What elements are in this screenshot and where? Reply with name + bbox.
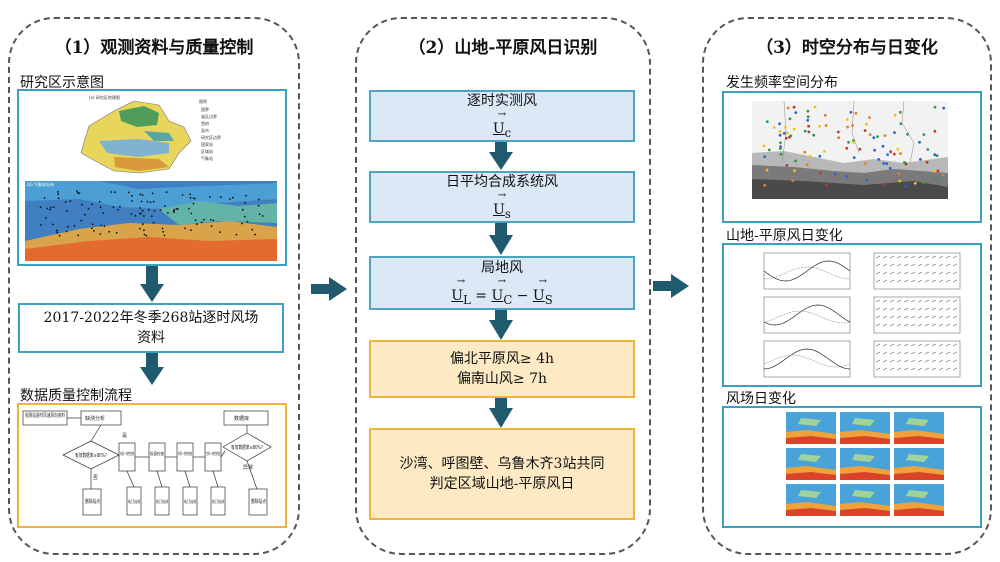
diurnal-plots-image: [763, 252, 961, 378]
svg-text:(a) 研究区地理图: (a) 研究区地理图: [89, 94, 120, 100]
qc-flowchart-image: 观测站逐时风速风向资料 缺测分析 数据库 有效数据率≥80%? 有效数据率≥80…: [22, 410, 272, 516]
regional-day-line1: 沙湾、呼图壁、乌鲁木齐3站共同: [399, 455, 605, 472]
svg-text:县市: 县市: [201, 127, 209, 133]
data-source-box: 2017-2022年冬季268站逐时风场 资料: [18, 303, 284, 353]
flow-step4: 空间一致性检查: [206, 450, 220, 456]
down-arrow-1: [140, 266, 164, 302]
flow-missing-label: 缺测分析: [85, 415, 105, 422]
flow-delete2-label: 删除站点: [251, 498, 266, 505]
diurnal-label: 山地-平原风日变化: [726, 228, 843, 244]
diurnal-curves: [763, 252, 961, 378]
qc-label: 数据质量控制流程: [20, 388, 132, 404]
frequency-dots: [762, 105, 946, 188]
panel-title: （2）山地-平原风日识别: [408, 38, 598, 58]
regional-day-box: 沙湾、呼图壁、乌鲁木齐3站共同 判定区域山地-平原风日: [369, 428, 635, 520]
panel-wind-identification: （2）山地-平原风日识别: [355, 17, 651, 555]
flow-database-label: 数据库: [234, 415, 249, 422]
local-wind-box: 局地风 →UL = →UC − →US: [369, 256, 635, 310]
flow-fix1: 修正为缺测: [128, 498, 140, 504]
wind-field-figure: [722, 406, 982, 528]
svg-text:研究区边界: 研究区边界: [201, 134, 221, 140]
flow-step2: 极值检查: [150, 450, 164, 456]
uc-vector: →Uc: [492, 108, 512, 140]
local-wind-formula: →UL = →UC − →US: [451, 275, 553, 307]
study-area-map-figure: 图例国界省区边界 首府县市研究区边界 国家站区域站气象站 (a) 研究区地理图 …: [17, 89, 287, 266]
flow-yes-label: 是: [122, 433, 127, 439]
panel-title: （1）观测资料与质量控制: [54, 38, 254, 58]
svg-text:国家站: 国家站: [201, 141, 213, 147]
wind-field-panels: [786, 412, 944, 516]
system-wind-box: 日平均合成系统风 →Us: [369, 171, 635, 223]
system-wind-label: 日平均合成系统风: [446, 173, 558, 190]
down-arrow-2: [140, 353, 164, 385]
panel-spatiotemporal: （3）时空分布与日变化: [702, 17, 992, 555]
wind-field-maps-image: [786, 412, 944, 516]
svg-text:省区边界: 省区边界: [201, 113, 217, 119]
svg-text:国界: 国界: [201, 106, 209, 112]
down-arrow-5: [489, 310, 513, 340]
svg-text:(b) 气象站分布: (b) 气象站分布: [27, 181, 54, 187]
criteria-line2: 偏南山风≥ 7h: [456, 371, 548, 387]
qc-flowchart-figure: 观测站逐时风速风向资料 缺测分析 数据库 有效数据率≥80%? 有效数据率≥80…: [17, 403, 287, 528]
flow-step1: 内部一致性检查: [120, 450, 134, 456]
flow-check1-label: 有效数据率≥80%?: [75, 452, 107, 459]
right-arrow-1: [311, 277, 347, 301]
panel-observation-qc: （1）观测资料与质量控制: [8, 17, 300, 555]
flow-no-label: 否: [93, 475, 98, 481]
freq-map-image: [752, 100, 948, 219]
down-arrow-4: [489, 223, 513, 255]
flow-fix2: 修正为缺测: [156, 498, 168, 504]
flow-fix4: 修正为缺测: [212, 498, 224, 504]
data-source-line1: 2017-2022年冬季268站逐时风场: [43, 309, 259, 326]
criteria-box: 偏北平原风≥ 4h 偏南山风≥ 7h: [369, 340, 635, 398]
panel-title: （3）时空分布与日变化: [756, 38, 938, 58]
criteria-line1: 偏北平原风≥ 4h: [449, 350, 555, 367]
hourly-wind-box: 逐时实测风 →Uc: [369, 90, 635, 142]
freq-map-figure: [722, 91, 982, 223]
flow-input-label: 观测站逐时风速风向资料: [25, 412, 65, 419]
flow-fix3: 修正为缺测: [184, 498, 196, 504]
wind-field-label: 风场日变化: [726, 391, 796, 407]
regional-day-line2: 判定区域山地-平原风日: [429, 476, 575, 492]
down-arrow-3: [489, 142, 513, 170]
us-vector: →Us: [493, 189, 511, 221]
right-arrow-2: [653, 274, 689, 298]
svg-text:区域站: 区域站: [201, 148, 213, 154]
flow-delete1-label: 删除站点: [85, 498, 100, 505]
diurnal-figure: [722, 243, 982, 387]
data-source-line2: 资料: [137, 330, 165, 346]
local-wind-label: 局地风: [481, 259, 523, 276]
flow-check2-label: 有效数据率≥80%?: [231, 444, 263, 451]
svg-text:气象站: 气象站: [201, 155, 213, 161]
hourly-wind-label: 逐时实测风: [467, 92, 537, 109]
flow-step3: 时间一致性检查: [178, 450, 192, 456]
flow-anomaly-label: 异常: [243, 464, 253, 471]
study-area-label: 研究区示意图: [20, 75, 104, 91]
down-arrow-6: [489, 398, 513, 428]
svg-text:图例: 图例: [199, 98, 207, 104]
station-dots: [39, 190, 264, 237]
svg-text:首府: 首府: [201, 120, 209, 126]
freq-label: 发生频率空间分布: [726, 75, 838, 91]
